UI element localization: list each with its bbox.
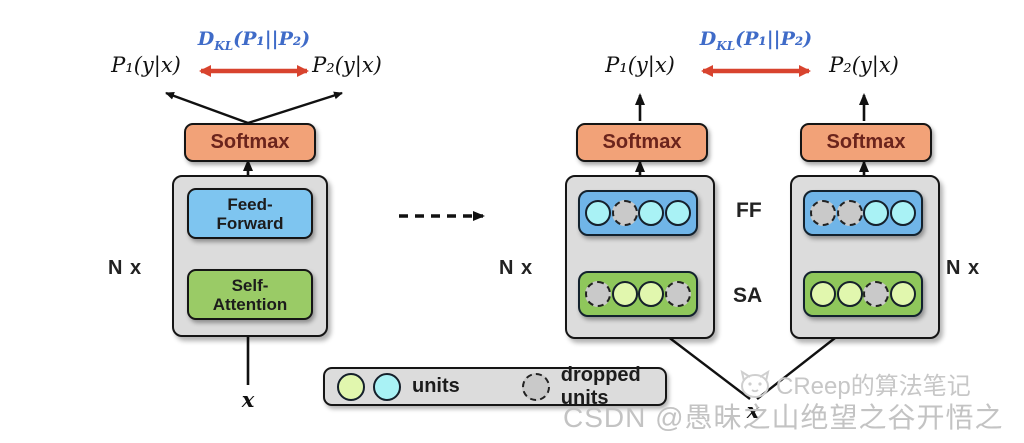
kl-sub-right: KL — [716, 38, 736, 53]
n-times-label-right: N x — [946, 257, 981, 279]
feed-forward-label-line2: Forward — [216, 213, 284, 233]
unit-circle — [585, 200, 611, 226]
self-attention-label-line2: Attention — [212, 294, 288, 314]
softmax-label-left: Softmax — [210, 131, 290, 153]
ff-units-row-block1 — [578, 190, 698, 236]
legend-dropped-unit-circle — [521, 372, 550, 401]
kl-divergence-label-left: DKL(P₁||P₂) — [174, 28, 334, 53]
input-x-label-right: x — [746, 398, 760, 423]
unit-circle — [863, 200, 890, 226]
legend-green-unit-circle — [337, 372, 365, 401]
dropped-unit-circle — [836, 200, 863, 226]
watermark-creep-text: CReep的算法笔记 — [776, 373, 971, 400]
feed-forward-box: Feed- Forward — [187, 188, 313, 239]
self-attention-label-line1: Self- — [231, 275, 269, 295]
watermark-creep: CReep的算法笔记 — [738, 366, 971, 401]
unit-circle — [664, 200, 691, 226]
n-times-label-middle: N x — [499, 257, 534, 279]
ff-units-row-block2 — [803, 190, 923, 236]
unit-circle — [889, 281, 916, 307]
unit-circle — [611, 281, 638, 307]
dropped-unit-circle — [664, 281, 691, 307]
sa-short-label: SA — [733, 284, 763, 307]
watermark-csdn: CSDN @愚昧之山绝望之谷开悟之坡 — [563, 402, 1004, 443]
arrow-softmax-to-p2-left — [247, 91, 343, 125]
dropped-unit-circle — [585, 281, 611, 307]
dropped-unit-circle — [863, 281, 890, 307]
softmax-box-left: Softmax — [184, 123, 316, 162]
arrow-softmax-to-p1-left — [165, 91, 249, 125]
kl-d-right: D — [699, 28, 717, 50]
sa-units-row-block2 — [803, 271, 923, 317]
input-x-label-left: x — [241, 387, 255, 412]
legend-dropped-label: dropped units — [560, 363, 641, 409]
unit-circle — [638, 281, 665, 307]
softmax-label-right2: Softmax — [826, 131, 906, 153]
kl-divergence-label-right: DKL(P₁||P₂) — [676, 28, 836, 53]
p1-distribution-label-right: P₁(y|x) — [605, 53, 675, 77]
feed-forward-label-line1: Feed- — [227, 194, 273, 214]
n-times-label-left: N x — [108, 257, 143, 279]
kl-d-left: D — [197, 28, 215, 50]
unit-circle — [810, 281, 836, 307]
p1-distribution-label-left: P₁(y|x) — [111, 53, 181, 77]
softmax-box-right1: Softmax — [576, 123, 708, 162]
kl-args-left: (P₁||P₂) — [233, 28, 311, 50]
unit-circle — [836, 281, 863, 307]
dropped-unit-circle — [810, 200, 836, 226]
ff-short-label: FF — [736, 199, 762, 222]
dropped-unit-circle — [611, 200, 638, 226]
p2-distribution-label-right: P₂(y|x) — [829, 53, 899, 77]
self-attention-box: Self- Attention — [187, 269, 313, 320]
sa-units-row-block1 — [578, 271, 698, 317]
unit-circle — [889, 200, 916, 226]
unit-circle — [638, 200, 665, 226]
p2-distribution-label-left: P₂(y|x) — [312, 53, 382, 77]
cat-face-icon — [740, 369, 770, 398]
legend-cyan-unit-circle — [373, 372, 401, 401]
kl-args-right: (P₁||P₂) — [735, 28, 813, 50]
kl-sub-left: KL — [214, 38, 234, 53]
legend-units-label: units — [412, 375, 460, 397]
legend: units dropped units — [323, 364, 667, 409]
softmax-label-right1: Softmax — [602, 131, 682, 153]
softmax-box-right2: Softmax — [800, 123, 932, 162]
